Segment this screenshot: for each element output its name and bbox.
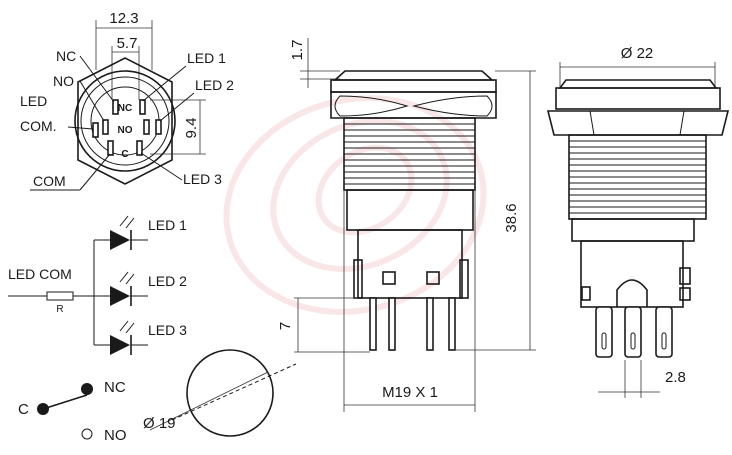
pin-led3 <box>136 140 143 156</box>
label-no: NO <box>53 73 74 89</box>
sch-led2: LED 2 <box>148 273 187 289</box>
front-terminal-housing <box>580 240 684 308</box>
label-led3: LED 3 <box>183 171 222 187</box>
pin-no-left <box>102 119 109 135</box>
diode-1 <box>110 230 130 250</box>
front-nut <box>546 110 730 136</box>
front-lower-body <box>571 218 695 242</box>
side-view: 1.7 38.6 7 <box>277 38 536 412</box>
pin-label-c: C <box>121 149 128 160</box>
dim-2-8: 2.8 <box>665 369 686 386</box>
switch-no-contact <box>81 428 93 440</box>
front-clip-left <box>581 286 591 301</box>
light-arrows-3 <box>119 320 135 334</box>
terminal-2 <box>388 297 396 351</box>
side-clip-right <box>459 259 469 299</box>
dim-dia22: Ø 22 <box>621 45 654 62</box>
front-view: Ø 22 2.8 <box>546 45 730 398</box>
pin-led2 <box>155 119 162 135</box>
label-com-dot: COM. <box>20 118 57 134</box>
front-cap-top <box>558 79 718 89</box>
dim-12-3: 12.3 <box>109 10 138 27</box>
front-terminal-1 <box>595 306 613 358</box>
sch-ledcom: LED COM <box>8 266 72 282</box>
pin-nc-left <box>112 99 119 115</box>
window-right <box>426 271 440 285</box>
diode-3 <box>110 335 130 355</box>
resistor <box>46 291 74 301</box>
sw-c: C <box>18 401 29 418</box>
front-arch <box>616 279 648 307</box>
cap-top <box>332 70 495 81</box>
window-left <box>382 271 396 285</box>
front-terminal-2 <box>624 306 642 358</box>
front-cap-rim <box>555 87 721 110</box>
dim-7: 7 <box>277 322 294 330</box>
pin-com-left <box>107 140 114 156</box>
sw-nc: NC <box>104 379 126 396</box>
label-led: LED <box>20 93 47 109</box>
dim-m19: M19 X 1 <box>382 384 438 401</box>
label-nc: NC <box>56 48 76 64</box>
pin-nc-right <box>139 99 146 115</box>
terminal-housing <box>357 229 463 299</box>
sch-r: R <box>56 304 63 315</box>
dim-1-7: 1.7 <box>289 40 306 61</box>
front-clip-right-top <box>679 267 691 285</box>
dim-9-4: 9.4 <box>183 118 200 139</box>
dim-5-7: 5.7 <box>117 35 138 52</box>
sw-no: NO <box>104 427 127 444</box>
nut-body <box>330 91 497 119</box>
cutout-circle <box>186 349 274 437</box>
panel-cutout: Ø 19 <box>143 349 297 437</box>
front-terminal-3 <box>655 306 673 358</box>
light-arrows-1 <box>119 215 135 229</box>
thread-lines <box>344 123 475 185</box>
cap-rim <box>330 79 497 93</box>
ring-2 <box>80 76 170 166</box>
terminal-3 <box>426 297 434 351</box>
terminal-4 <box>448 297 456 351</box>
diode-2 <box>110 286 130 306</box>
label-com: COM <box>33 173 66 189</box>
watermark-logo <box>223 95 487 315</box>
front-thread-lines <box>569 140 706 214</box>
sch-led3: LED 3 <box>148 322 187 338</box>
dim-38-6: 38.6 <box>503 203 520 232</box>
pin-led-com <box>92 122 99 138</box>
label-led2: LED 2 <box>195 77 234 93</box>
front-clip-right-bottom <box>679 287 691 301</box>
outer-ring <box>74 70 176 172</box>
sch-led1: LED 1 <box>148 217 187 233</box>
label-led1: LED 1 <box>187 50 226 66</box>
terminal-1 <box>369 297 377 351</box>
switch-symbol: NC C NO <box>18 379 127 444</box>
dim-dia19: Ø 19 <box>143 415 176 432</box>
top-view: 12.3 5.7 NC NO C 9.4 NC NO LED COM <box>20 10 234 191</box>
light-arrows-2 <box>119 271 135 285</box>
pin-no-right <box>143 119 150 135</box>
hex-nut-outline <box>77 57 173 185</box>
switch-nc-contact <box>81 383 93 395</box>
pin-label-no: NO <box>118 125 133 136</box>
led-schematic: LED COM R LED 1 LED 2 LED 3 <box>8 215 187 355</box>
pin-label-nc: NC <box>118 103 132 114</box>
